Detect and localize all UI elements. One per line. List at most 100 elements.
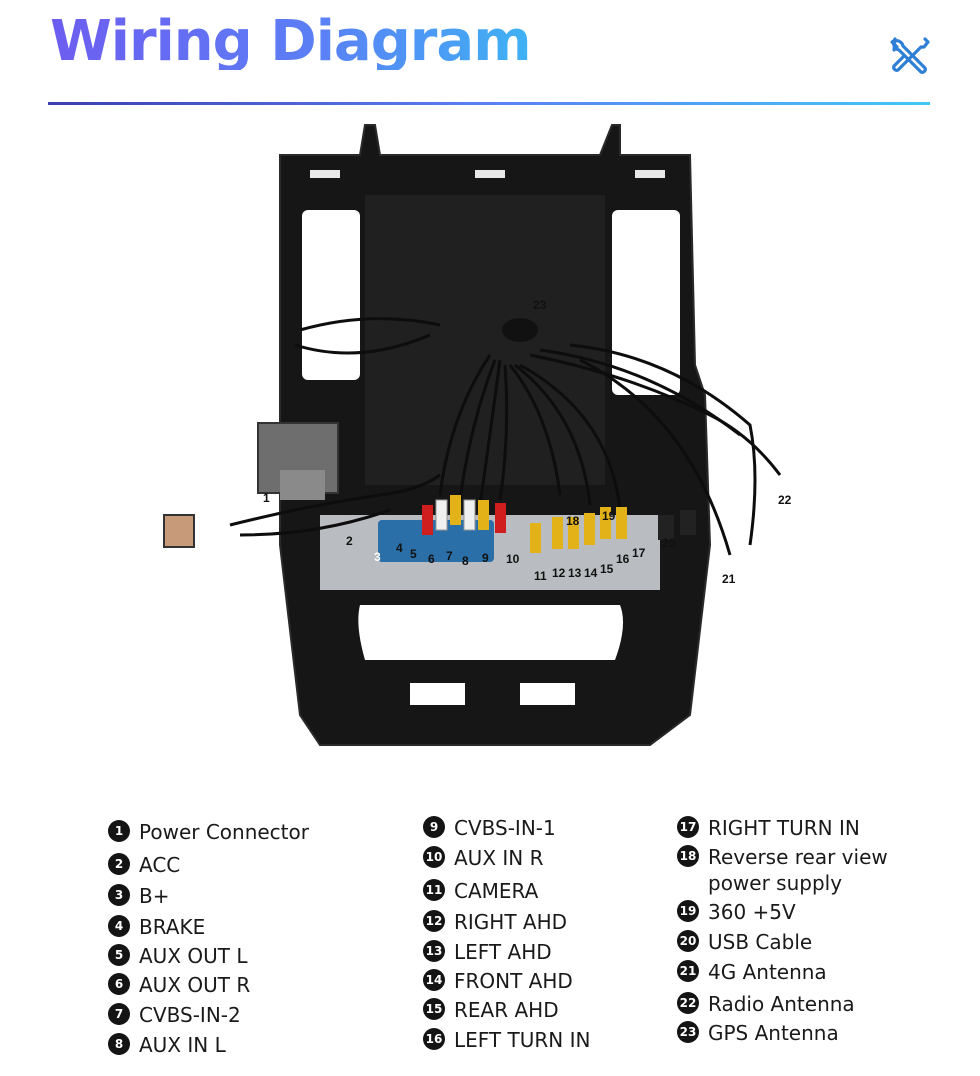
legend-item: 3 B+ <box>108 883 169 909</box>
legend-item: 2 ACC <box>108 852 180 878</box>
callout-9: 9 <box>482 551 489 565</box>
legend-item: 20 USB Cable <box>677 929 812 955</box>
callout-16: 16 <box>616 552 630 566</box>
legend-number-badge: 9 <box>423 816 445 838</box>
callout-19: 19 <box>602 509 616 523</box>
callout-1: 1 <box>263 491 270 505</box>
legend-number-badge: 4 <box>108 915 130 937</box>
legend-item: 13 LEFT AHD <box>423 939 552 965</box>
legend-label: AUX OUT R <box>139 973 251 997</box>
legend-number-badge: 17 <box>677 816 699 838</box>
legend-label: CAMERA <box>454 879 539 903</box>
legend-item: 19 360 +5V <box>677 899 796 925</box>
legend-label: LEFT TURN IN <box>454 1028 591 1052</box>
callout-7: 7 <box>446 549 453 563</box>
legend-item: 11 CAMERA <box>423 878 538 904</box>
callout-5: 5 <box>410 547 417 561</box>
legend-number-badge: 3 <box>108 884 130 906</box>
legend-number-badge: 11 <box>423 879 445 901</box>
legend-item: 23 GPS Antenna <box>677 1020 839 1046</box>
callout-3: 3 <box>374 550 381 564</box>
callout-6: 6 <box>428 552 435 566</box>
legend-item: 10 AUX IN R <box>423 845 544 871</box>
legend-item: 5 AUX OUT L <box>108 943 247 969</box>
callout-11: 11 <box>534 569 547 583</box>
legend-label: LEFT AHD <box>454 940 552 964</box>
legend-item: 4 BRAKE <box>108 914 205 940</box>
legend-label: REAR AHD <box>454 998 559 1022</box>
legend-number-badge: 7 <box>108 1003 130 1025</box>
title-underline <box>48 102 930 105</box>
legend-label: AUX OUT L <box>139 944 248 968</box>
legend-label: CVBS-IN-1 <box>454 816 556 840</box>
legend-number-badge: 10 <box>423 846 445 868</box>
legend-number-badge: 21 <box>677 960 699 982</box>
callout-22: 22 <box>778 493 792 507</box>
legend-label: Power Connector <box>139 820 309 844</box>
legend-label: RIGHT AHD <box>454 910 568 934</box>
legend-number-badge: 15 <box>423 998 445 1020</box>
callout-13: 13 <box>568 566 582 580</box>
legend-number-badge: 1 <box>108 820 130 842</box>
legend-label: RIGHT TURN IN <box>708 816 860 840</box>
callout-14: 14 <box>584 566 598 580</box>
legend-item: 12 RIGHT AHD <box>423 909 567 935</box>
legend-label: Radio Antenna <box>708 992 855 1016</box>
callout-10: 10 <box>506 552 520 566</box>
wiring-diagram-illustration: 1 2 3 4 5 6 7 8 9 10 11 12 13 14 15 16 1… <box>163 124 792 746</box>
legend-label: B+ <box>139 884 170 908</box>
legend-label: AUX IN L <box>139 1033 226 1057</box>
legend-item: 18 Reverse rear view power supply <box>677 844 888 896</box>
legend-label-line: power supply <box>708 871 843 895</box>
callout-labels: 1 2 3 4 5 6 7 8 9 10 11 12 13 14 15 16 1… <box>263 298 792 586</box>
legend-label: USB Cable <box>708 930 813 954</box>
legend-number-badge: 14 <box>423 969 445 991</box>
legend-label: AUX IN R <box>454 846 544 870</box>
legend-item: 17 RIGHT TURN IN <box>677 815 860 841</box>
legend-number-badge: 8 <box>108 1033 130 1055</box>
legend-label: 360 +5V <box>708 900 796 924</box>
callout-21: 21 <box>722 572 736 586</box>
tools-icon <box>890 37 930 74</box>
legend-item: 1 Power Connector <box>108 819 309 845</box>
legend-item: 7 CVBS-IN-2 <box>108 1002 241 1028</box>
legend-number-badge: 13 <box>423 940 445 962</box>
legend-label: ACC <box>139 853 181 877</box>
legend-number-badge: 12 <box>423 910 445 932</box>
callout-18: 18 <box>566 514 580 528</box>
legend-label: CVBS-IN-2 <box>139 1003 241 1027</box>
page-title: Wiring Diagram <box>50 9 532 74</box>
legend-number-badge: 20 <box>677 930 699 952</box>
callout-4: 4 <box>396 541 403 555</box>
callout-17: 17 <box>632 546 646 560</box>
rca-connectors <box>422 495 696 553</box>
legend-number-badge: 5 <box>108 944 130 966</box>
legend-label: BRAKE <box>139 915 206 939</box>
legend-item: 16 LEFT TURN IN <box>423 1027 590 1053</box>
wiring-harness <box>229 317 782 556</box>
callout-15: 15 <box>600 562 614 576</box>
legend-item: 14 FRONT AHD <box>423 968 573 994</box>
legend-item: 8 AUX IN L <box>108 1032 226 1058</box>
legend-number-badge: 16 <box>423 1028 445 1050</box>
legend-number-badge: 18 <box>677 845 699 867</box>
legend-number-badge: 6 <box>108 973 130 995</box>
head-unit-frame <box>279 124 712 746</box>
legend-number-badge: 19 <box>677 900 699 922</box>
callout-8: 8 <box>462 554 469 568</box>
callout-12: 12 <box>552 566 566 580</box>
legend-number-badge: 22 <box>677 992 699 1014</box>
callout-20: 20 <box>662 536 676 550</box>
callout-2: 2 <box>346 534 353 548</box>
legend-number-badge: 23 <box>677 1021 699 1043</box>
legend-number-badge: 2 <box>108 853 130 875</box>
legend-label: 4G Antenna <box>708 960 827 984</box>
legend-item: 21 4G Antenna <box>677 959 827 985</box>
legend-item: 22 Radio Antenna <box>677 991 855 1017</box>
callout-23: 23 <box>533 298 547 312</box>
legend-item: 15 REAR AHD <box>423 997 559 1023</box>
legend-label: FRONT AHD <box>454 969 573 993</box>
legend-label: GPS Antenna <box>708 1021 839 1045</box>
legend-item: 9 CVBS-IN-1 <box>423 815 556 841</box>
legend-item: 6 AUX OUT R <box>108 972 250 998</box>
